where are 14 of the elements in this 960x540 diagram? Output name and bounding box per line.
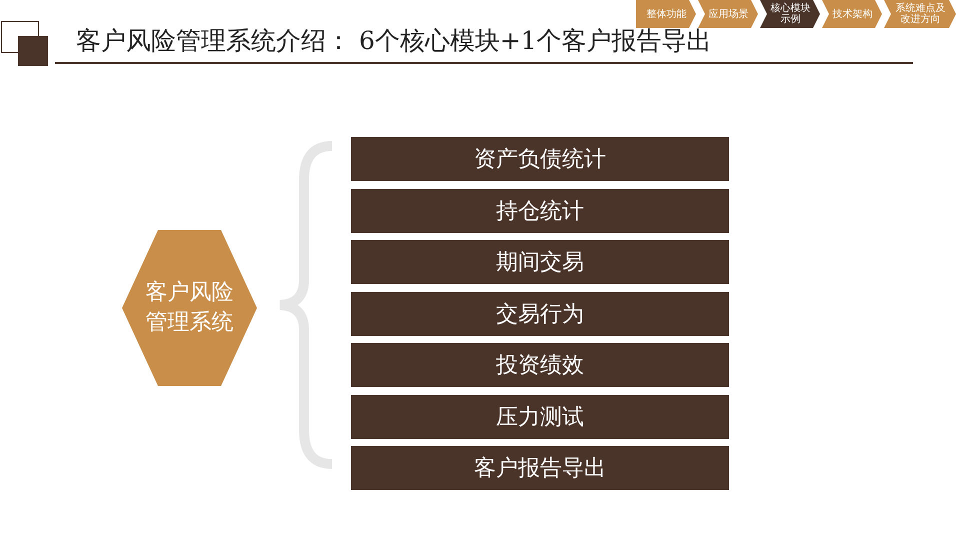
slide-title: 客户风险管理系统介绍： 6个核心模块+1个客户报告导出 xyxy=(76,25,712,57)
module-bar: 持仓统计 xyxy=(351,188,729,232)
module-bar: 资产负债统计 xyxy=(351,137,729,181)
breadcrumb-step: 应用场景 xyxy=(698,0,758,28)
module-bar: 投资绩效 xyxy=(351,343,729,387)
module-bar: 客户报告导出 xyxy=(351,446,729,490)
module-bar: 压力测试 xyxy=(351,394,729,438)
module-bar: 交易行为 xyxy=(351,292,729,336)
hexagon-node: 客户风险管理系统 xyxy=(122,230,257,386)
breadcrumb-step: 核心模块示例 xyxy=(760,0,820,28)
module-bar: 期间交易 xyxy=(351,240,729,284)
breadcrumb-step: 技术架构 xyxy=(822,0,882,28)
breadcrumb-step: 系统难点及改进方向 xyxy=(884,0,956,28)
breadcrumb-step: 整体功能 xyxy=(636,0,696,28)
